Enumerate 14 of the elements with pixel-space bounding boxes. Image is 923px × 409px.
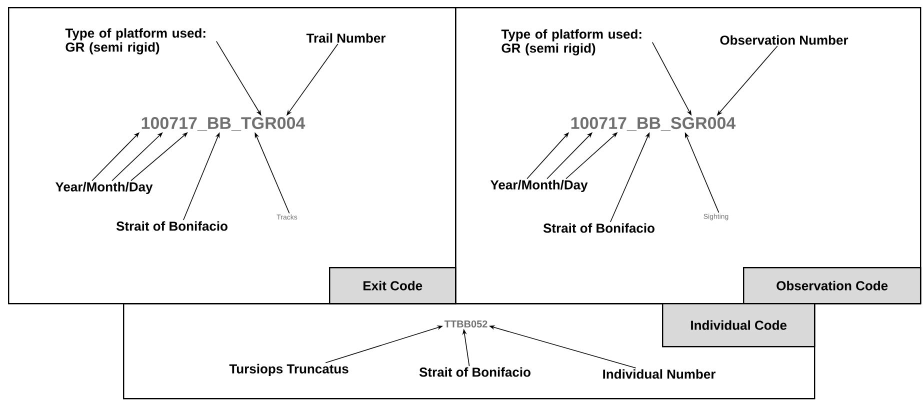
annotation-label: Trail Number <box>306 33 386 43</box>
annotation-label: Individual Number <box>603 369 716 379</box>
code-string: 100717_BB_SGR004 <box>571 117 736 131</box>
code-string: 100717_BB_TGR004 <box>142 117 306 131</box>
annotation-label: Strait of Bonifacio <box>116 221 228 231</box>
annotation-label: Observation Number <box>720 35 848 45</box>
annotation-label: Tursiops Truncatus <box>229 364 348 376</box>
annotation-label: Type of platform used: GR (semi rigid) <box>65 28 206 54</box>
code-string: TTBB052 <box>444 320 488 328</box>
annotation-label: Type of platform used: GR (semi rigid) <box>501 29 642 56</box>
annotation-label: Strait of Bonifacio <box>543 223 654 233</box>
annotation-label: Year/Month/Day <box>490 180 588 192</box>
annotation-label: Year/Month/Day <box>55 182 153 194</box>
annotation-label: Strait of Bonifacio <box>419 367 530 377</box>
